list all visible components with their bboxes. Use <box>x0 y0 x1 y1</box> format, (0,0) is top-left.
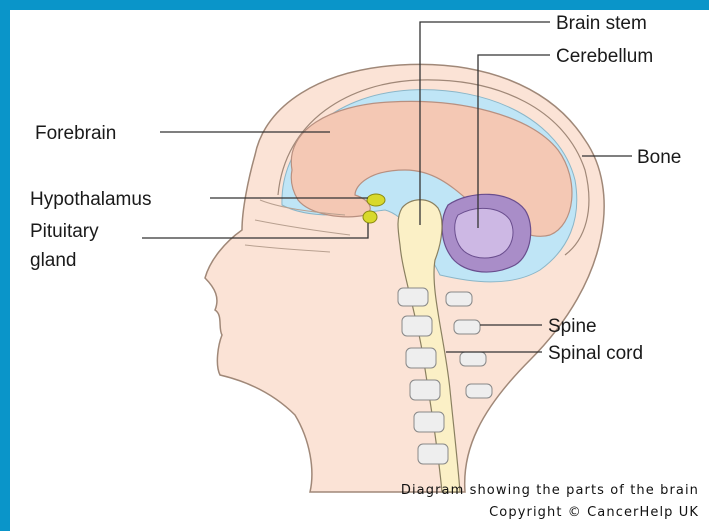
vertebra <box>406 348 436 368</box>
diagram-frame: Brain stem Cerebellum Forebrain Bone Hyp… <box>10 10 709 531</box>
label-cerebellum: Cerebellum <box>556 46 653 67</box>
vertebra <box>418 444 448 464</box>
label-pituitary: Pituitary <box>30 221 99 242</box>
brain-diagram: Brain stem Cerebellum Forebrain Bone Hyp… <box>10 10 709 531</box>
label-brain-stem: Brain stem <box>556 13 647 34</box>
label-spine: Spine <box>548 316 597 337</box>
label-spinal-cord: Spinal cord <box>548 343 643 364</box>
vertebra-process <box>460 352 486 366</box>
pituitary-gland <box>363 211 377 223</box>
hypothalamus-gland <box>367 194 385 206</box>
label-hypothalamus: Hypothalamus <box>30 189 151 210</box>
caption-title: Diagram showing the parts of the brain <box>401 483 699 498</box>
vertebra <box>402 316 432 336</box>
vertebra <box>414 412 444 432</box>
vertebra-process <box>446 292 472 306</box>
vertebra-process <box>454 320 480 334</box>
cerebellum-inner <box>455 208 513 258</box>
caption-copyright: Copyright © CancerHelp UK <box>489 505 699 520</box>
label-bone: Bone <box>637 147 681 168</box>
vertebra <box>410 380 440 400</box>
vertebra <box>398 288 428 306</box>
label-gland: gland <box>30 250 77 271</box>
label-forebrain: Forebrain <box>35 123 116 144</box>
vertebra-process <box>466 384 492 398</box>
